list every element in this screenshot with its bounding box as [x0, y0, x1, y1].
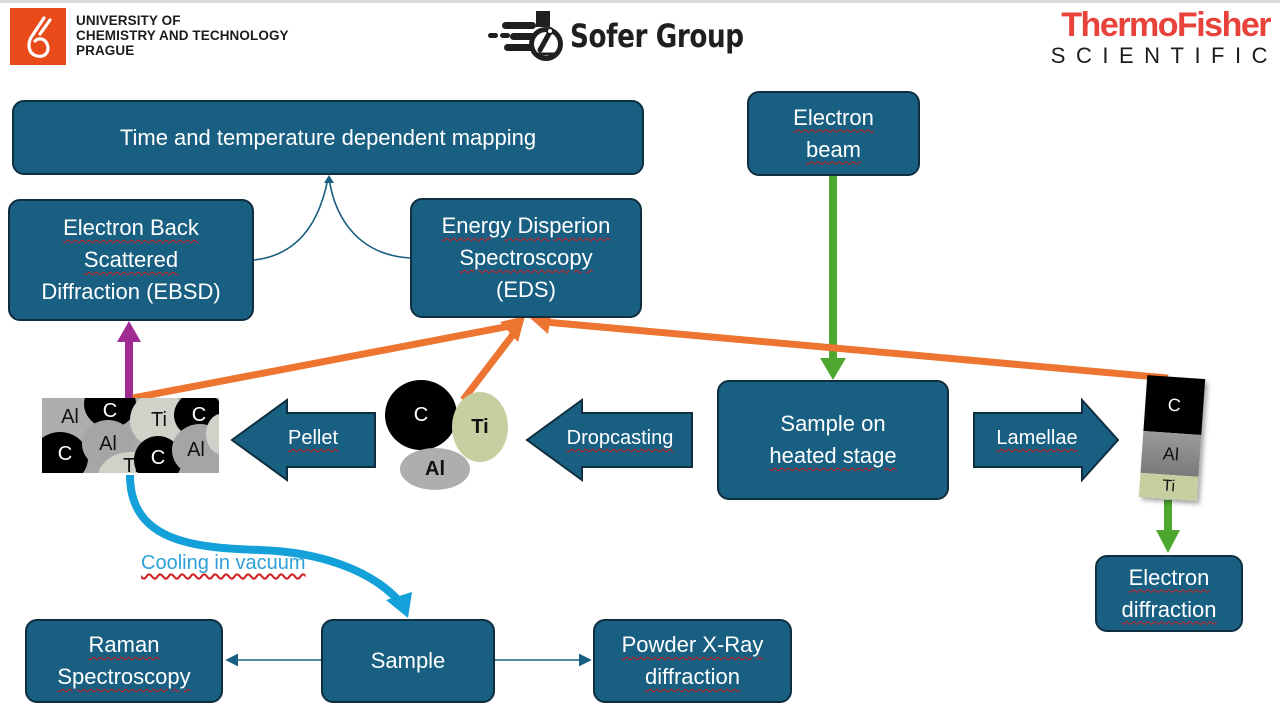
lamella-titanium-layer: Ti: [1138, 472, 1199, 501]
eds-to-mapping-connector: [328, 177, 411, 259]
uct-line-2: CHEMISTRY AND TECHNOLOGY: [76, 28, 289, 43]
sofer-logo: Sofer Group: [488, 10, 782, 62]
sample-heated-stage-box[interactable]: Sample on heated stage: [717, 380, 949, 500]
droplet-titanium: Ti: [452, 392, 508, 462]
droplet-carbon: C: [385, 380, 457, 450]
top-border: [0, 0, 1280, 3]
electron-diffraction-label-2: diffraction: [1121, 596, 1217, 622]
pxrd-label-2: diffraction: [645, 664, 740, 689]
lamellae-block-arrow: [973, 397, 1120, 483]
lamella-to-diffraction-arrowhead: [1156, 530, 1180, 553]
sample-label: Sample: [370, 648, 446, 673]
pellet-to-eds-arrow: [132, 322, 511, 402]
ebsd-box[interactable]: Electron Back Scattered Diffraction (EBS…: [8, 199, 254, 321]
pellet-image: Al C Ti C C Al Ti C Al: [42, 398, 219, 473]
cooling-label: Cooling in vacuum: [141, 552, 306, 574]
ebsd-to-mapping-connector: [253, 177, 329, 261]
lamella-carbon-layer: C: [1143, 375, 1206, 436]
pellet-block-arrow: [230, 398, 376, 482]
dropcasting-label: Dropcasting: [566, 427, 674, 449]
lamellae-label: Lamellae: [996, 427, 1078, 449]
raman-label-2: Spectroscopy: [57, 664, 191, 689]
sample-box[interactable]: Sample: [321, 619, 495, 703]
cooling-arrow: [126, 474, 401, 603]
raman-box[interactable]: Raman Spectroscopy: [25, 619, 223, 703]
uct-logo: UNIVERSITY OF CHEMISTRY AND TECHNOLOGY P…: [10, 8, 289, 66]
ebsd-label-2: Scattered: [83, 247, 179, 272]
electron-diffraction-box[interactable]: Electron diffraction: [1095, 555, 1243, 632]
sample-heated-label-2: heated stage: [769, 443, 897, 468]
eds-orange-arrowhead: [500, 316, 525, 342]
dropcasting-block-arrow: [525, 398, 693, 482]
raman-label-1: Raman: [88, 632, 160, 657]
eds-label-3: (EDS): [496, 277, 556, 302]
electron-beam-arrowhead: [820, 358, 846, 380]
thermofisher-logo: ThermoFisher SCIENTIFIC: [1018, 6, 1272, 68]
mapping-arrowhead: [324, 175, 334, 183]
scientific-wordmark: SCIENTIFIC: [1050, 43, 1278, 68]
electron-beam-box[interactable]: Electron beam: [747, 91, 920, 176]
droplet-to-eds-arrow: [460, 329, 518, 403]
pxrd-label-1: Powder X-Ray: [621, 632, 764, 657]
sample-heated-label-1: Sample on: [780, 411, 886, 436]
sofer-title: Sofer Group: [570, 17, 744, 55]
uct-droplet-icon: [10, 8, 66, 65]
pellet-label: Pellet: [287, 427, 339, 449]
electron-beam-label-2: beam: [805, 136, 862, 162]
uct-line-1: UNIVERSITY OF: [76, 13, 181, 28]
pxrd-box[interactable]: Powder X-Ray diffraction: [593, 619, 792, 703]
lamella-to-eds-arrow: [544, 318, 1169, 382]
uct-line-3: PRAGUE: [76, 43, 135, 58]
mapping-box[interactable]: Time and temperature dependent mapping: [12, 100, 644, 175]
cooling-arrowhead: [386, 592, 412, 618]
electron-beam-label-1: Electron: [793, 104, 874, 130]
lamella-aluminium-layer: Al: [1140, 430, 1202, 477]
mapping-label: Time and temperature dependent mapping: [119, 124, 537, 150]
ebsd-label-3: Diffraction (EBSD): [41, 279, 221, 304]
pellet-to-ebsd-arrowhead: [117, 321, 141, 342]
lamella-image: C Al Ti: [1138, 375, 1206, 501]
eds-box[interactable]: Energy Disperion Spectroscopy (EDS): [410, 198, 642, 318]
thermofisher-wordmark: ThermoFisher: [1061, 6, 1271, 44]
microscope-flask-icon: [488, 11, 563, 61]
pellet-ti-3: [206, 414, 219, 454]
eds-label-1: Energy Disperion: [441, 213, 611, 238]
ebsd-label-1: Electron Back: [63, 215, 199, 240]
droplet-aluminium: Al: [400, 448, 470, 490]
eds-label-2: Spectroscopy: [459, 245, 593, 270]
electron-diffraction-label-1: Electron: [1128, 564, 1210, 590]
